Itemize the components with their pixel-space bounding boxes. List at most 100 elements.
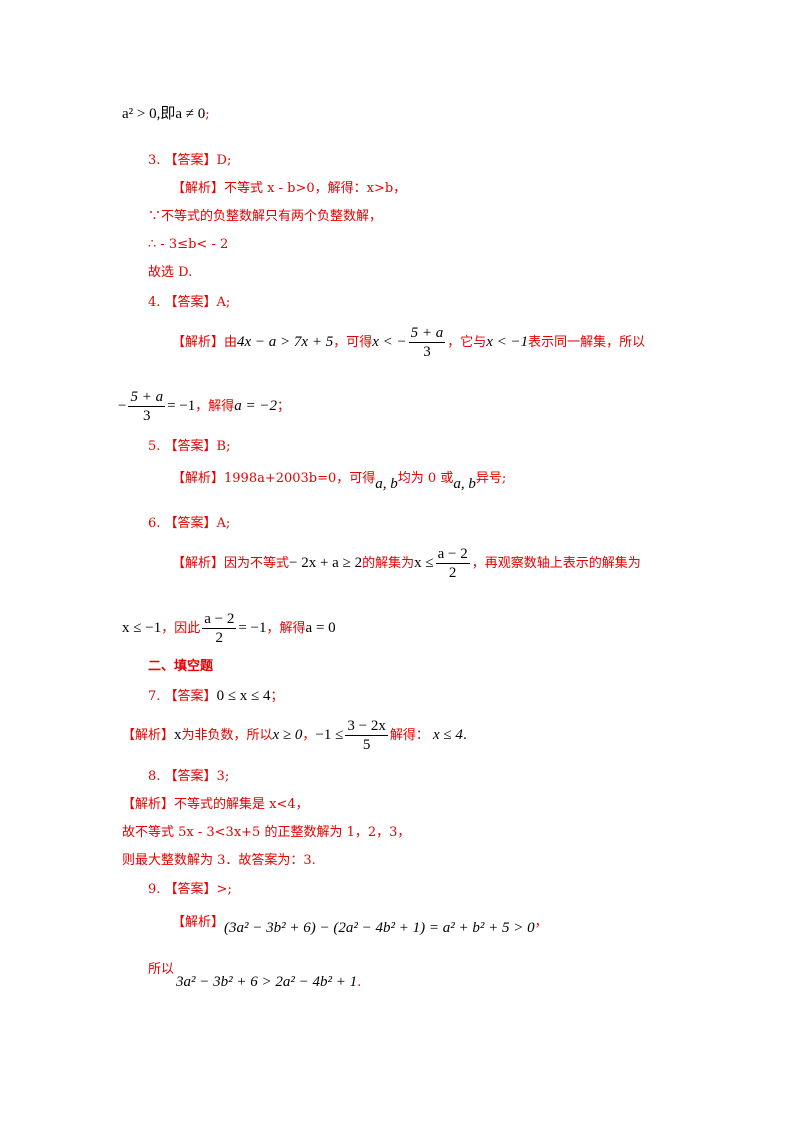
q6-exp-b: 的解集为 [362, 556, 415, 571]
q9-answer: 9. 【答案】>; [148, 880, 232, 900]
q3-answer: 3. 【答案】D; [148, 151, 231, 171]
q6-frac-den: 2 [448, 565, 457, 581]
q7-answer: 7. 【答案】0 ≤ x ≤ 4； [148, 686, 284, 707]
q7-answer-tail: ； [270, 689, 284, 704]
line-a-squared: a² > 0,即a ≠ 0; [122, 104, 210, 125]
q9-explanation: 【解析】(3a² − 3b² + 6) − (2a² − 4b² + 1) = … [172, 912, 548, 936]
q6-l2-frac-den: 2 [215, 630, 224, 646]
q9-line2: 所以 [148, 960, 174, 980]
q9-l2-math: 3a² − 3b² + 6 > 2a² − 4b² + 1 [176, 974, 358, 990]
q6-answer-text: 【答案】A; [164, 516, 231, 531]
q7-frac-num: 3 − 2x [345, 718, 388, 736]
q5-math-1: a, b [375, 476, 398, 492]
q6-l2-a: ，因此 [161, 621, 201, 636]
q9-l2-a: 所以 [148, 962, 175, 977]
q8-line3: 则最大整数解为 3．故答案为：3. [122, 853, 316, 868]
q5-exp-b: 均为 0 或 [397, 471, 454, 486]
q3-explanation: 【解析】不等式 x - b>0，解得：x>b， [172, 181, 407, 196]
q4-l2-c: ； [277, 399, 291, 414]
q9-exp-a: 【解析】 [172, 915, 225, 930]
q7-x: x [174, 727, 182, 743]
q4-frac-den: 3 [423, 344, 431, 360]
q5-math-2: a, b [453, 476, 476, 492]
q5-exp-a: 【解析】1998a+2003b=0，可得 [172, 471, 376, 486]
q7-frac-den: 5 [362, 737, 371, 753]
q3-line2: ∵不等式的负整数解只有两个负整数解， [148, 209, 383, 224]
q3-line3: ∴ - 3≤b< - 2 [148, 237, 229, 252]
q9-tail: ， [534, 915, 548, 930]
q9-answer-text: 【答案】>; [164, 882, 232, 897]
q5-number: 5. [148, 439, 161, 454]
q6-math-1: − 2x + a ≥ 2 [289, 555, 363, 571]
q4-frac-num: 5 + a [408, 325, 446, 343]
q4-l2-frac-den: 3 [143, 408, 151, 424]
q9-line2-math-row: 3a² − 3b² + 6 > 2a² − 4b² + 1. [176, 972, 361, 993]
q4-answer: 4. 【答案】A; [148, 293, 230, 313]
q7-math-1: x ≥ 0 [272, 727, 303, 743]
q4-l2-minus: − [118, 398, 127, 414]
q5-answer: 5. 【答案】B; [148, 437, 230, 457]
q6-l2-math-3: a = 0 [305, 620, 336, 636]
q7-exp-b: 为非负数，所以 [181, 728, 273, 743]
q7-math-2: −1 ≤ [315, 727, 344, 743]
q5-explanation: 【解析】1998a+2003b=0，可得a, b均为 0 或a, b异号; [172, 468, 507, 492]
q4-math-3: x < −1 [486, 334, 529, 350]
q8-answer: 8. 【答案】3; [148, 767, 229, 787]
q6-number: 6. [148, 516, 161, 531]
q4-answer-text: 【答案】A; [164, 295, 231, 310]
q4-exp-d: 表示同一解集，所以 [528, 335, 646, 350]
q4-math-1: 4x − a > 7x + 5 [237, 334, 334, 350]
q7-exp-c: 解得： [389, 728, 429, 743]
q8-number: 8. [148, 769, 161, 784]
q5-exp-c: 异号; [475, 471, 507, 486]
q4-exp-c: ，它与 [447, 335, 487, 350]
q3-answer-text: 【答案】D; [164, 153, 232, 168]
q4-exp-b: ，可得 [333, 335, 373, 350]
q6-frac-num: a − 2 [435, 546, 470, 564]
q3-line4: 故选 D. [148, 265, 193, 280]
q3-number: 3. [148, 153, 161, 168]
q6-l2-frac-num: a − 2 [202, 611, 237, 629]
q6-exp-a: 【解析】因为不等式 [172, 556, 290, 571]
q7-comma: ， [302, 728, 316, 743]
q6-l2-b: ，解得 [266, 621, 306, 636]
q8-line2: 故不等式 5x - 3<3x+5 的正整数解为 1，2，3， [122, 825, 411, 840]
q7-end: . [462, 728, 468, 743]
q9-number: 9. [148, 882, 161, 897]
q5-answer-text: 【答案】B; [164, 439, 231, 454]
q7-answer-math: 0 ≤ x ≤ 4 [216, 688, 271, 704]
q4-exp-a: 【解析】由 [172, 335, 238, 350]
q8-explanation: 【解析】不等式的解集是 x<4， [122, 797, 309, 812]
q9-l2-tail: . [357, 975, 362, 990]
q4-l2-math: = −1 [167, 398, 196, 414]
math-a-squared: a² > 0,即a ≠ 0 [122, 106, 206, 122]
q4-l2-frac-num: 5 + a [128, 389, 166, 407]
q6-l2-math-2: = −1 [238, 620, 267, 636]
q8-answer-text: 【答案】3; [164, 769, 230, 784]
q4-l2-b: ，解得 [195, 399, 235, 414]
q7-answer-label: 【答案】 [164, 689, 217, 704]
tail: ; [205, 107, 210, 122]
q6-answer: 6. 【答案】A; [148, 514, 230, 534]
q7-math-3: x ≤ 4 [433, 727, 463, 743]
q4-number: 4. [148, 295, 161, 310]
section-title-fill-blank: 二、填空题 [148, 659, 214, 674]
q7-number: 7. [148, 689, 161, 704]
q6-math-2: x ≤ [414, 555, 434, 571]
q4-l2-math-2: a = −2 [234, 398, 278, 414]
q6-l2-math-1: x ≤ −1 [122, 620, 162, 636]
q6-exp-c: ，再观察数轴上表示的解集为 [471, 556, 641, 571]
q7-exp-a: 【解析】 [122, 728, 175, 743]
q9-math: (3a² − 3b² + 6) − (2a² − 4b² + 1) = a² +… [224, 920, 535, 936]
q4-math-2: x < − [372, 334, 407, 350]
